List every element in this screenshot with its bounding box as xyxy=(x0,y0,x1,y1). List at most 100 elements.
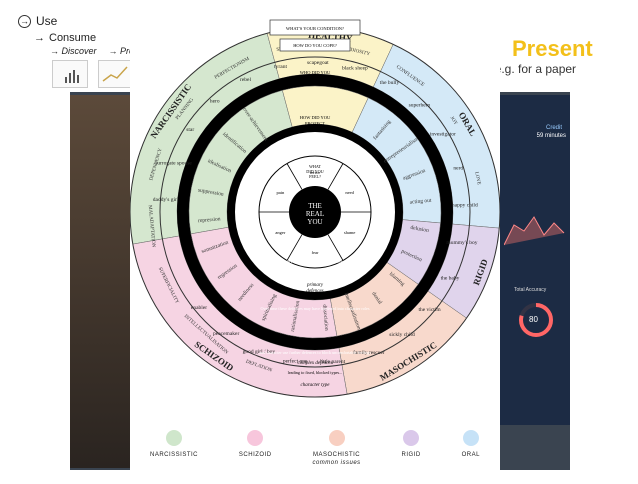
circle-arrow-icon: → xyxy=(18,14,31,28)
dashboard-credit-value: 59 minutes xyxy=(536,133,566,139)
tree-item-discover[interactable]: → Discover xyxy=(50,46,97,56)
center-line-2: REAL xyxy=(306,210,324,218)
usage-tree: → Use xyxy=(18,12,57,30)
who-prompt-1: WHO DID YOU xyxy=(300,70,331,75)
dashboard-credit-label: Credit xyxy=(545,125,562,131)
legend-swatch xyxy=(462,430,479,446)
legend-label: RIGID xyxy=(401,452,421,458)
inner-prompt-3: FEEL? xyxy=(309,174,321,179)
center-line-1: THE xyxy=(308,202,322,210)
defence-label: suppression xyxy=(197,187,224,197)
label-complex-defences: complex defences xyxy=(297,361,332,366)
mid-prompt-2: PROTECT xyxy=(305,121,325,126)
mid-prompt-3: YOURSELF? xyxy=(302,127,327,132)
character-wheel-panel: THE REAL YOU WHAT DID YOU FEEL? terror ne… xyxy=(129,12,501,479)
center-line-3: YOU xyxy=(307,218,322,226)
outer-word: LOVE xyxy=(473,171,481,185)
feeling-need: need xyxy=(345,190,354,195)
wheel-legend: NARCISSISTIC SCHIZOID MASOCHISTIC common is… xyxy=(150,430,480,466)
feeling-divider xyxy=(327,234,344,261)
role-label: perfect one xyxy=(283,358,308,365)
legend-label: ORAL xyxy=(461,452,480,458)
outer-word: MALADAPTATION xyxy=(147,205,156,248)
legend-label: MASOCHISTIC xyxy=(312,452,361,458)
ring-text-1: If your parents didn't respond well, you… xyxy=(257,259,373,265)
defence-label: acting out xyxy=(409,198,432,206)
title-condition: WHAT'S YOUR CONDITION? xyxy=(286,26,344,31)
feeling-divider xyxy=(286,163,303,190)
tree-child[interactable]: → Consume xyxy=(34,32,96,44)
inner-prompt-1: WHAT xyxy=(309,164,322,169)
role-label: surrogate spouse xyxy=(155,160,192,166)
feeling-terror: terror xyxy=(310,170,320,175)
discover-thumbnail[interactable] xyxy=(52,60,88,88)
role-label: the victim xyxy=(418,307,441,313)
role-label: tyrant xyxy=(274,64,287,70)
role-label: the baby xyxy=(441,275,460,281)
feeling-anger: anger xyxy=(275,230,285,235)
role-label: hero xyxy=(210,98,220,104)
role-label: star xyxy=(186,127,194,133)
legend-swatch xyxy=(328,430,345,446)
present-thumbnail[interactable] xyxy=(98,60,134,88)
outer-word: JOY xyxy=(449,116,458,127)
role-label: mummy's boy xyxy=(446,240,477,246)
label-character-roles: character roles xyxy=(300,339,331,344)
ring-text-4: leading to fixed, blocked types... xyxy=(288,370,343,376)
defence-label: repression xyxy=(198,216,221,224)
defence-label: dissociation xyxy=(321,304,329,331)
role-label: good girl / boy xyxy=(243,349,276,355)
tree-root[interactable]: → Use xyxy=(18,12,57,30)
role-label: family rescuer xyxy=(353,349,385,356)
role-label: superhero xyxy=(409,102,431,108)
ring-text-3: and character use further defences to bl… xyxy=(259,350,371,355)
role-label: happy child xyxy=(452,203,478,209)
feeling-divider xyxy=(286,234,303,261)
feeling-shame: shame xyxy=(344,230,356,235)
ring-text-2: Over time these defences may have harden… xyxy=(261,306,370,311)
character-wheel: THE REAL YOU WHAT DID YOU FEEL? terror ne… xyxy=(129,19,501,398)
feeling-fear: fear xyxy=(312,250,319,255)
legend-item-rigid: RIGID xyxy=(402,430,421,466)
defence-label: rationalisation xyxy=(290,300,301,332)
role-label: rebel xyxy=(240,77,251,83)
legend-subtext: common issues xyxy=(312,460,361,466)
dashboard-accuracy-label: Total Accuracy xyxy=(514,287,547,293)
label-primary-2: defences xyxy=(306,289,323,294)
role-label: daddy's girl xyxy=(153,197,179,203)
legend-item-masochistic: MASOCHISTIC common issues xyxy=(312,430,360,466)
dashboard-screen: Credit 59 minutes Total Accuracy 80 xyxy=(500,95,570,425)
dashboard-accuracy-value: 80 xyxy=(529,315,538,324)
inner-prompt-2: DID YOU xyxy=(306,169,323,174)
who-prompt-2: BECOME? xyxy=(305,76,326,81)
feeling-divider xyxy=(327,163,344,190)
role-label: sickly child xyxy=(389,332,415,338)
legend-swatch xyxy=(403,430,420,446)
role-label: scapegoat xyxy=(307,60,329,66)
tree-root-label: Use xyxy=(36,14,58,28)
tree-child-label: Consume xyxy=(49,32,97,44)
legend-label: NARCISSISTIC xyxy=(150,452,199,458)
mid-prompt-1: HOW DID YOU xyxy=(300,115,331,120)
legend-item-schizoid: SCHIZOID xyxy=(239,430,272,466)
legend-label: SCHIZOID xyxy=(238,452,272,458)
arrow-icon: → xyxy=(34,32,45,44)
feeling-pain: pain xyxy=(276,190,284,195)
role-label: enabler xyxy=(191,305,207,311)
role-label: little parent xyxy=(320,359,346,365)
present-subtitle: , e.g. for a paper xyxy=(488,62,577,76)
present-heading: Present xyxy=(512,36,593,61)
legend-item-oral: ORAL xyxy=(462,430,480,466)
role-label: the bully xyxy=(380,80,400,86)
legend-swatch xyxy=(247,430,264,446)
legend-item-narcissistic: NARCISSISTIC xyxy=(150,430,198,466)
role-label: nerd xyxy=(453,166,463,172)
role-label: investigator xyxy=(430,132,456,138)
label-primary-1: primary xyxy=(306,283,324,288)
legend-swatch xyxy=(166,430,182,446)
defence-label: delusion xyxy=(410,225,430,234)
role-label: black sheep xyxy=(342,65,368,71)
label-character-type: character type xyxy=(300,383,330,388)
title-cope: HOW DO YOU COPE? xyxy=(293,43,337,48)
role-label: peacemaker xyxy=(213,331,239,337)
